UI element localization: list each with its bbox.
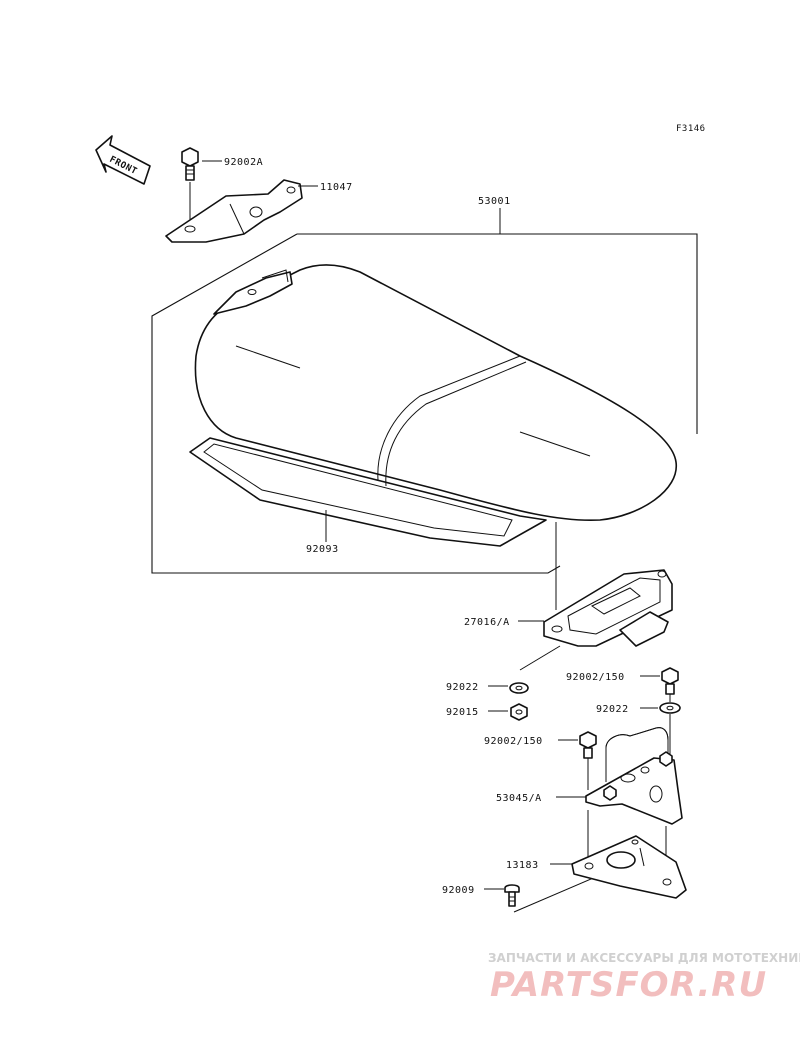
part-label-92022-left: 92022 xyxy=(446,682,479,693)
screw-92009 xyxy=(504,884,520,907)
bolt-92002-150-left xyxy=(579,731,597,790)
front-arrow-icon: FRONT xyxy=(95,135,151,185)
seat-assembly-frame xyxy=(151,233,698,574)
part-label-13183: 13183 xyxy=(506,860,539,871)
watermark-brand: PARTSFOR.RU xyxy=(490,965,767,1005)
part-label-92009: 92009 xyxy=(442,885,475,896)
plate-13183 xyxy=(571,835,687,899)
part-label-92002a: 92002A xyxy=(224,157,263,168)
figure-code: F3146 xyxy=(676,124,706,134)
nut-92015 xyxy=(510,703,528,721)
part-label-92093: 92093 xyxy=(306,544,339,555)
part-label-92002-150-left: 92002/150 xyxy=(484,736,543,747)
washer-92022-left xyxy=(509,682,529,694)
watermark-caption: ЗАПЧАСТИ И АКСЕССУАРЫ ДЛЯ МОТОТЕХНИКИ xyxy=(488,951,800,965)
seat-lock-27016a xyxy=(543,569,673,647)
part-label-92015: 92015 xyxy=(446,707,479,718)
watermark: ЗАПЧАСТИ И АКСЕССУАРЫ ДЛЯ МОТОТЕХНИКИ PA… xyxy=(488,951,800,1005)
bracket-53045a xyxy=(585,727,683,825)
bracket-11047 xyxy=(165,179,303,243)
part-label-53045a: 53045/A xyxy=(496,793,542,804)
part-label-92022-right: 92022 xyxy=(596,704,629,715)
part-label-53001: 53001 xyxy=(478,196,511,207)
part-label-27016a: 27016/A xyxy=(464,617,510,628)
part-label-11047: 11047 xyxy=(320,182,353,193)
bolt-92002-150-right xyxy=(661,667,679,702)
bolt-92002a xyxy=(181,147,199,228)
washer-92022-right xyxy=(659,702,681,714)
seat-53001 xyxy=(189,264,677,547)
part-label-92002-150-right: 92002/150 xyxy=(566,672,625,683)
